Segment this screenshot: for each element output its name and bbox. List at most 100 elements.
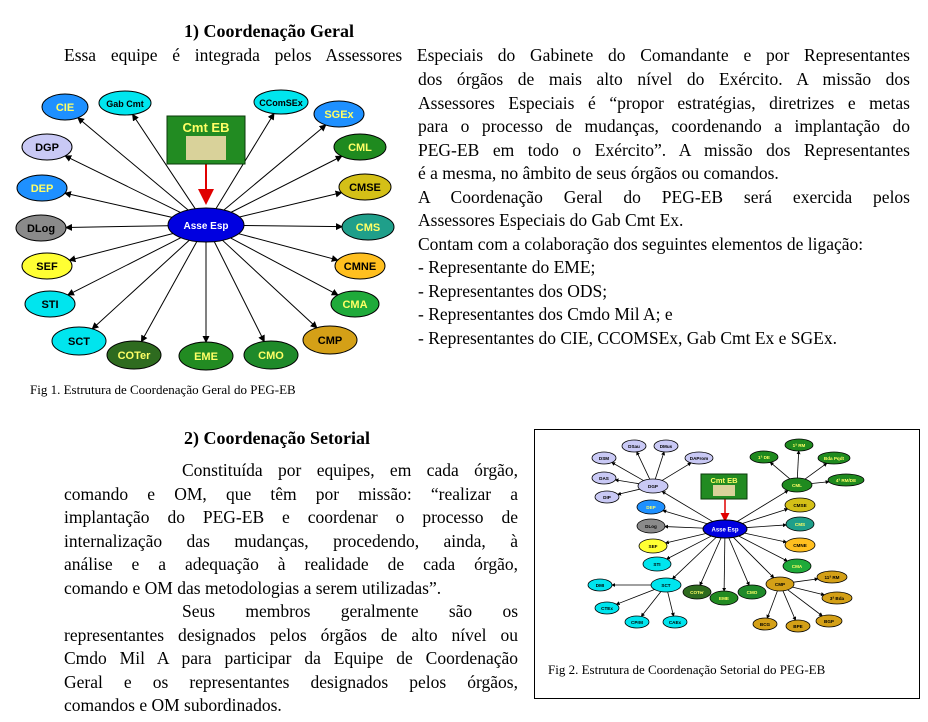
node-label-ctex: CTEx	[601, 606, 613, 611]
node-label-cmne: CMNE	[793, 543, 807, 548]
connector-line	[617, 488, 640, 496]
node-label-dgp: DGP	[35, 142, 59, 154]
connector-line	[738, 535, 788, 562]
asse-esp-node	[167, 207, 245, 243]
node-label-dsau: DSau	[628, 444, 640, 449]
node-cml	[781, 477, 813, 493]
node-label-dlog: DLog	[27, 223, 55, 235]
node-label-cmo: CMO	[747, 590, 758, 595]
node-label-daprom: DAProm	[690, 456, 708, 461]
connector-line	[63, 191, 173, 218]
node-sct	[51, 326, 107, 356]
connector-line	[640, 591, 662, 618]
node-label-coter: COTer	[118, 350, 152, 362]
connector-line	[661, 462, 692, 481]
node-label-bgp: BGP	[824, 619, 834, 624]
connector-line	[132, 113, 196, 209]
node-coter	[682, 584, 712, 600]
connector-line	[77, 117, 189, 211]
node-1-de	[749, 450, 779, 464]
node-label-sef: SEF	[649, 544, 658, 549]
node-dmi	[587, 578, 613, 592]
connector-line	[238, 233, 339, 262]
node-label-caex: CAEx	[669, 620, 682, 625]
node-label-cmp: CMP	[775, 582, 785, 587]
connector-line	[614, 478, 639, 485]
node-cmne	[334, 252, 386, 280]
connector-line	[667, 591, 675, 617]
node-das	[591, 471, 617, 485]
connector-line	[64, 155, 181, 213]
text-line: comando e OM das metodologias a serem ut…	[64, 577, 442, 598]
node-bpe	[785, 619, 811, 633]
text-line: Seus membros geralmente são os	[182, 601, 518, 621]
section2-text: Constituída por equipes, em cada órgão, …	[64, 459, 518, 718]
node-dip	[594, 490, 620, 504]
text-line: dos órgãos de mais alto nível do Exércit…	[418, 69, 910, 89]
connector-line	[811, 480, 830, 485]
node-1-rm	[784, 438, 814, 452]
emblem-icon	[186, 136, 226, 160]
node-cmo	[737, 584, 767, 600]
node-cmp	[302, 325, 358, 355]
node-cmp	[765, 576, 795, 592]
node-label-bcg: BCG	[760, 622, 771, 627]
node-label-cmne: CMNE	[344, 261, 376, 273]
text-line: representantes designados pelos órgãos d…	[64, 624, 518, 645]
connector-line	[68, 233, 174, 263]
node-caex	[662, 615, 688, 629]
cmt-eb-label: Cmt EB	[710, 476, 738, 485]
connector-line	[722, 537, 727, 592]
emblem-icon	[713, 485, 735, 496]
fig1-caption: Fig 1. Estrutura de Coordenação Geral do…	[30, 382, 296, 397]
node-label-eme: EME	[719, 596, 729, 601]
node-ctex	[594, 601, 620, 615]
node-label-sti: STI	[41, 299, 58, 311]
connector-line	[140, 241, 198, 343]
node-label-cms: CMS	[356, 222, 380, 234]
connector-line	[737, 490, 789, 522]
connector-line	[213, 241, 265, 343]
node-coter	[106, 340, 162, 370]
node-label-11-rm: 11ª RM	[825, 575, 840, 580]
connector-line	[804, 462, 828, 480]
fig2-caption: Fig 2. Estrutura de Coordenação Setorial…	[548, 662, 826, 677]
connector-line	[64, 223, 169, 231]
connector-line	[672, 536, 717, 580]
connector-line	[91, 239, 190, 330]
node-sti	[24, 290, 76, 318]
node-label-das: DAS	[599, 476, 609, 481]
node-label-sct: SCT	[661, 583, 670, 588]
connector-line	[230, 155, 343, 213]
node-label-cml: CML	[792, 483, 802, 488]
node-dsau	[621, 439, 647, 453]
node-label-cie: CIE	[56, 102, 74, 114]
connector-line	[222, 239, 318, 329]
cmt-eb-label: Cmt EB	[183, 120, 230, 135]
text-line: internalização das mudanças, procedendo,…	[64, 530, 518, 551]
connector-line	[793, 577, 819, 583]
node-dsm	[591, 451, 617, 465]
node-label-sef: SEF	[36, 261, 58, 273]
node-label-eme: EME	[194, 351, 218, 363]
node-4-rm-de	[827, 473, 865, 487]
node-cma	[782, 558, 812, 574]
connector-line	[787, 589, 823, 617]
text-line: Constituída por equipes, em cada órgão,	[182, 460, 518, 480]
node-label-sti: STI	[653, 562, 660, 567]
connector-line	[664, 533, 707, 545]
node-cmse	[784, 497, 816, 513]
node-label-1-de: 1ª DE	[758, 455, 770, 460]
node-label-sgex: SGEx	[324, 109, 354, 121]
node-bgp	[815, 614, 843, 628]
connector-line	[615, 589, 655, 606]
list-intro: Contam com a colaboração dos seguintes e…	[418, 233, 864, 254]
asse-esp-label: Asse Esp	[183, 221, 228, 232]
node-label-cprm: CPrM	[631, 620, 643, 625]
node-label-cmse: CMSE	[349, 182, 381, 194]
node-dep	[16, 174, 68, 202]
node-daprom	[684, 451, 714, 465]
node-label-cms: CMS	[795, 522, 805, 527]
connector-line	[728, 537, 750, 586]
node-cie	[41, 93, 89, 121]
